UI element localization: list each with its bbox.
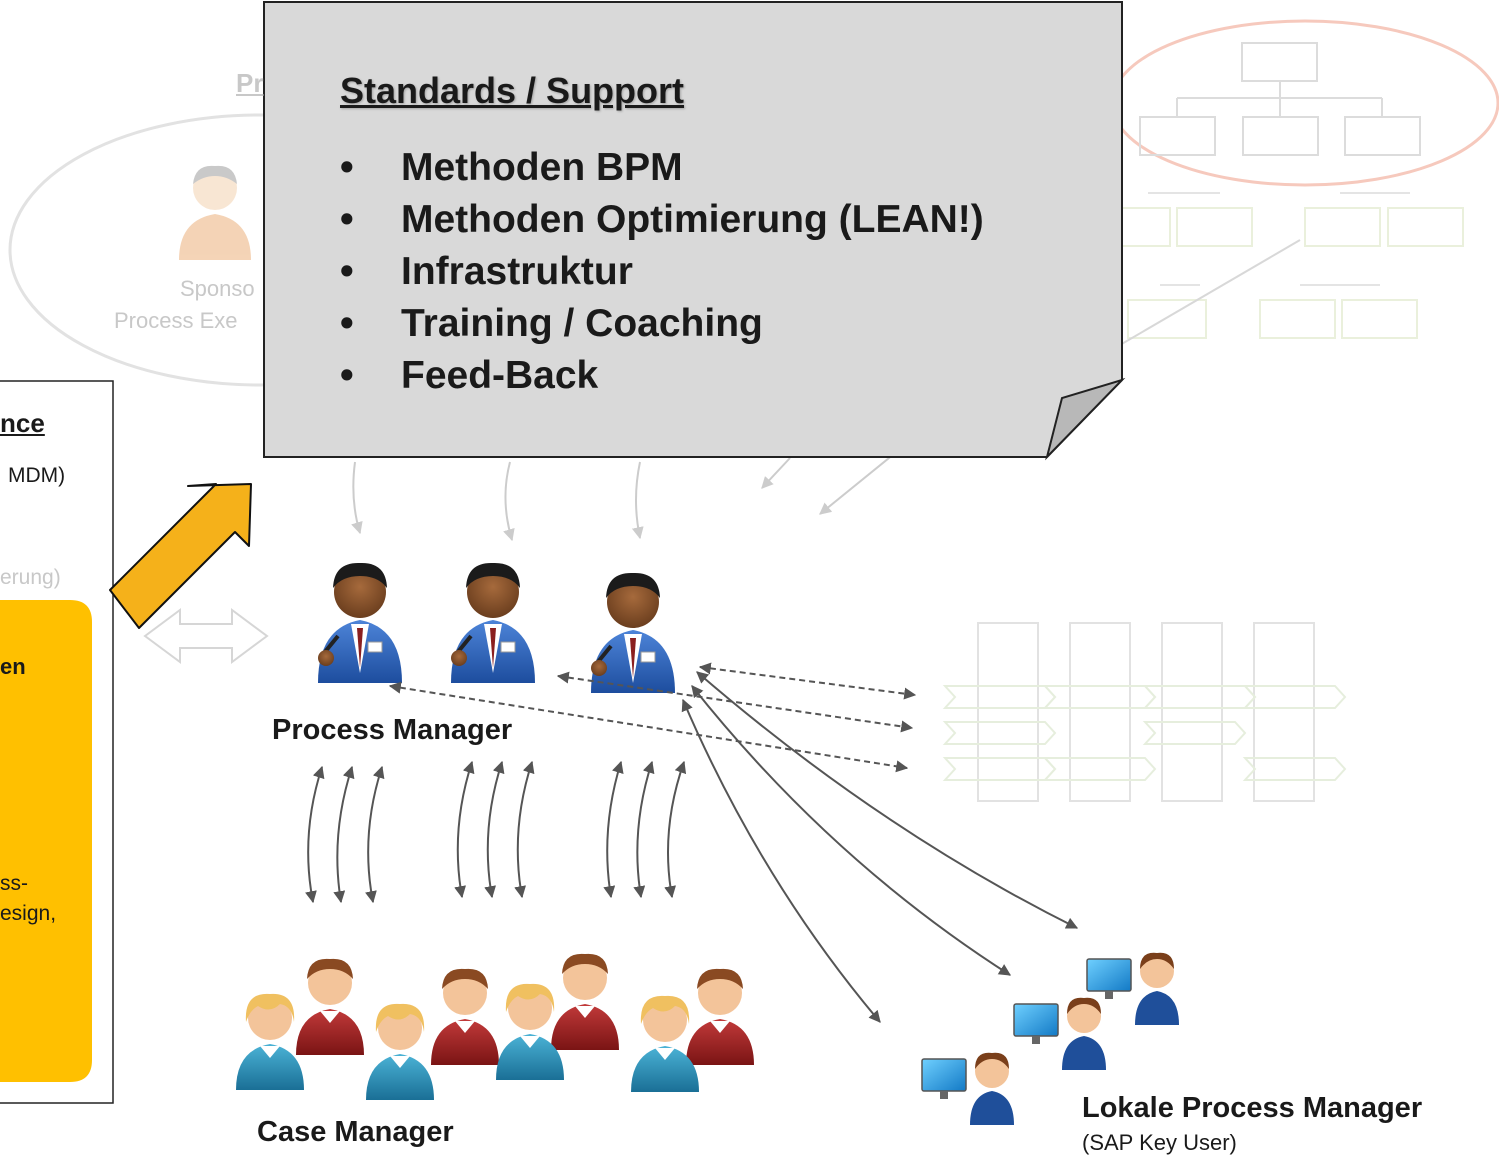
- callout-item-training: Training / Coaching: [340, 298, 984, 350]
- yellow-box-line3: esign,: [0, 902, 57, 925]
- local-pm-label: Lokale Process Manager: [1082, 1092, 1423, 1124]
- callout-item-feedback: Feed-Back: [340, 350, 984, 402]
- faint-exec-label: Process Exe: [114, 308, 238, 333]
- local-pm-arrows: [681, 671, 1079, 1023]
- local-pm-subtitle: (SAP Key User): [1082, 1130, 1237, 1155]
- callout-title: Standards / Support: [340, 70, 685, 111]
- yellow-box-line2: ss-: [0, 872, 28, 895]
- callout-item-infrastruktur: Infrastruktur: [340, 246, 984, 298]
- sponsor-figure: [179, 165, 251, 260]
- faint-process-flow: [942, 622, 1347, 802]
- pm-case-arrows: [305, 760, 687, 904]
- callout-content: Standards / Support Methoden BPM Methode…: [340, 70, 984, 402]
- left-panel-line1: MDM): [8, 464, 66, 487]
- faint-org-chart: [1110, 19, 1499, 346]
- pointer-arrow-icon: [109, 483, 252, 629]
- faint-sponsor-label: Sponso: [180, 276, 255, 301]
- process-manager-figures: [316, 560, 677, 695]
- callout-item-methoden-bpm: Methoden BPM: [340, 142, 984, 194]
- process-manager-label: Process Manager: [272, 714, 513, 746]
- left-governance-panel: [0, 380, 114, 1104]
- faint-connector-arrows: [351, 444, 906, 542]
- case-manager-label: Case Manager: [257, 1116, 454, 1148]
- left-panel-line2: erung): [0, 566, 61, 589]
- left-panel-heading: nce: [0, 408, 45, 438]
- callout-list: Methoden BPM Methoden Optimierung (LEAN!…: [340, 142, 984, 402]
- callout-item-methoden-optimierung: Methoden Optimierung (LEAN!): [340, 194, 984, 246]
- case-manager-figures: [236, 953, 754, 1100]
- faint-executive-group: [8, 113, 512, 387]
- yellow-box-line1: en: [0, 654, 26, 679]
- faint-header-partial: Pr: [236, 68, 264, 98]
- double-arrow-icon: [143, 608, 269, 664]
